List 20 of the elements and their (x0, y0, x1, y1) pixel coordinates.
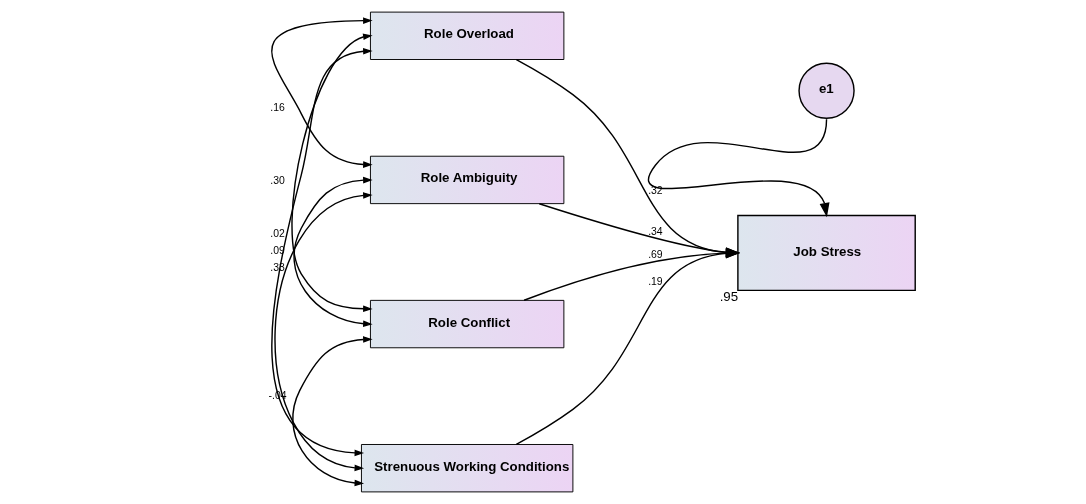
arrow (270, 17, 373, 168)
arrow (293, 176, 373, 328)
edge-label: .30 (269, 174, 285, 186)
edge-label: .02 (269, 227, 285, 239)
arrow (522, 248, 740, 301)
arrow (290, 33, 373, 313)
edge-label: .19 (647, 276, 663, 287)
edge-label: .34 (647, 225, 663, 237)
arrow (515, 248, 740, 446)
edge-label: .69 (647, 248, 663, 260)
edge-label: .16 (269, 101, 285, 113)
arrow (538, 203, 740, 258)
arrow (273, 192, 373, 472)
node-label: .95 (719, 289, 738, 305)
node-box: Job Stress (736, 214, 916, 292)
arrow (291, 336, 373, 487)
arrow (515, 58, 740, 258)
arrow (270, 47, 373, 457)
arrow (647, 118, 829, 218)
node-circle: e1 (797, 62, 855, 119)
